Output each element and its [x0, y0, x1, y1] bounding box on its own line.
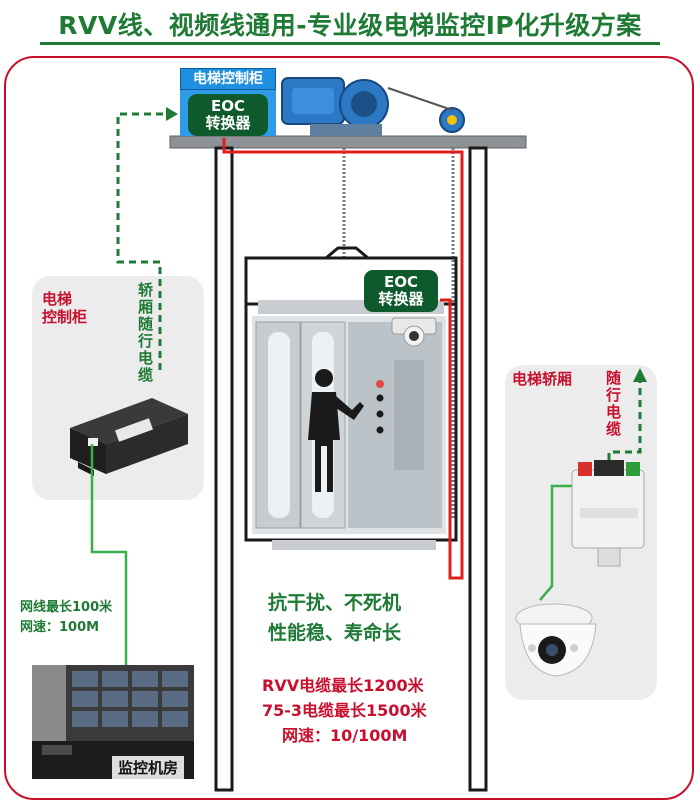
left-travelling-cable — [116, 112, 170, 370]
shaft-right-wall — [468, 146, 488, 792]
right-cable-label: 随行电缆 — [604, 370, 622, 438]
car-eoc-line1: EOC — [383, 273, 418, 291]
right-cable-arrow — [633, 368, 647, 382]
car-eoc-badge: EOC 转换器 — [364, 270, 438, 312]
camera-cable-green — [539, 484, 572, 601]
car-eoc-line2: 转换器 — [378, 290, 424, 309]
top-cabinet-label: 电梯控制柜 — [180, 68, 276, 90]
monitor-room-caption: 监控机房 — [112, 756, 185, 779]
right-eoc-device-icon — [571, 460, 645, 567]
spec-coax: 75-3电缆最长1500米 — [262, 701, 427, 720]
feature-line1: 抗干扰、不死机 — [268, 592, 402, 614]
network-speed: 网速：100M — [20, 620, 100, 635]
top-eoc-line2: 转换器 — [205, 114, 251, 133]
left-cable-arrow — [166, 107, 178, 121]
traction-machine-icon — [281, 77, 465, 136]
left-eoc-device-icon — [70, 398, 188, 476]
person-icon — [308, 369, 364, 492]
feature-line2: 性能稳、寿命长 — [268, 622, 402, 644]
left-cable-label: 轿厢随行电缆 — [136, 282, 154, 384]
left-panel-title: 电梯 控制柜 — [42, 290, 88, 326]
shaft-left-wall — [214, 146, 234, 792]
network-cable-green — [90, 444, 128, 680]
diagram-frame — [4, 56, 694, 800]
right-panel-title: 电梯轿厢 — [512, 370, 573, 388]
travelling-cable-red — [222, 138, 464, 580]
top-eoc-line1: EOC — [210, 97, 245, 115]
button-panel-icon — [376, 380, 384, 434]
car-camera-icon — [391, 317, 437, 347]
title-underline — [40, 42, 660, 45]
right-travelling-cable — [607, 378, 642, 460]
spec-rvv: RVV电缆最长1200米 — [262, 676, 424, 695]
spec-speed: 网速：10/100M — [282, 726, 408, 745]
dome-camera-icon — [515, 603, 597, 677]
top-eoc-badge: EOC 转换器 — [188, 94, 268, 136]
page-title: RVV线、视频线通用-专业级电梯监控IP化升级方案 — [58, 11, 642, 40]
network-length: 网线最长100米 — [20, 600, 113, 615]
